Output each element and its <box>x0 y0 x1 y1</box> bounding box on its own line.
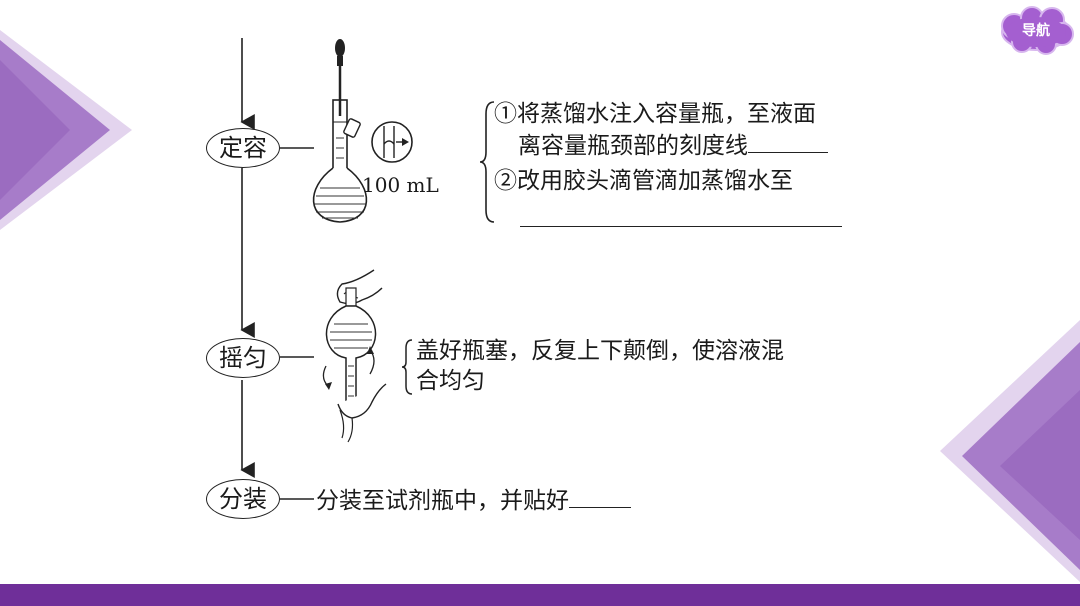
step1-line1: ①将蒸馏水注入容量瓶，至液面 <box>494 101 816 127</box>
hands-shaking-flask-icon <box>322 269 387 443</box>
flow-lines <box>240 38 314 500</box>
step1-line3: ②改用胶头滴管滴加蒸馏水至 <box>494 168 793 194</box>
bottom-accent-bar <box>0 584 1080 606</box>
flask-volume-label: 100 mL <box>362 173 439 197</box>
brace-step2 <box>401 339 413 395</box>
step-oval-fenzhuang: 分装 <box>206 479 280 519</box>
step1-line2-row: 离容量瓶颈部的刻度线 <box>518 129 828 163</box>
step-oval-dingrong: 定容 <box>206 128 280 168</box>
step3-line1: 分装至试剂瓶中，并贴好 <box>316 488 569 514</box>
step-oval-yaoyun: 摇匀 <box>206 338 280 378</box>
volumetric-flask-icon <box>312 39 413 223</box>
answer-blank-3[interactable] <box>569 487 631 508</box>
answer-blank-2[interactable] <box>520 224 842 227</box>
left-decor-triangle <box>0 30 132 230</box>
step1-line2: 离容量瓶颈部的刻度线 <box>518 133 748 159</box>
step3-row: 分装至试剂瓶中，并贴好 <box>316 484 631 518</box>
step2-line1: 盖好瓶塞，反复上下颠倒，使溶液混 <box>416 338 784 364</box>
nav-button[interactable]: 导航 <box>998 6 1074 56</box>
nav-label: 导航 <box>1022 23 1050 39</box>
brace-step1 <box>479 101 495 223</box>
step2-line2: 合均匀 <box>416 368 485 394</box>
cloud-shape-icon <box>1001 6 1074 55</box>
answer-blank-1[interactable] <box>748 132 828 153</box>
right-decor-triangle <box>940 320 1080 582</box>
